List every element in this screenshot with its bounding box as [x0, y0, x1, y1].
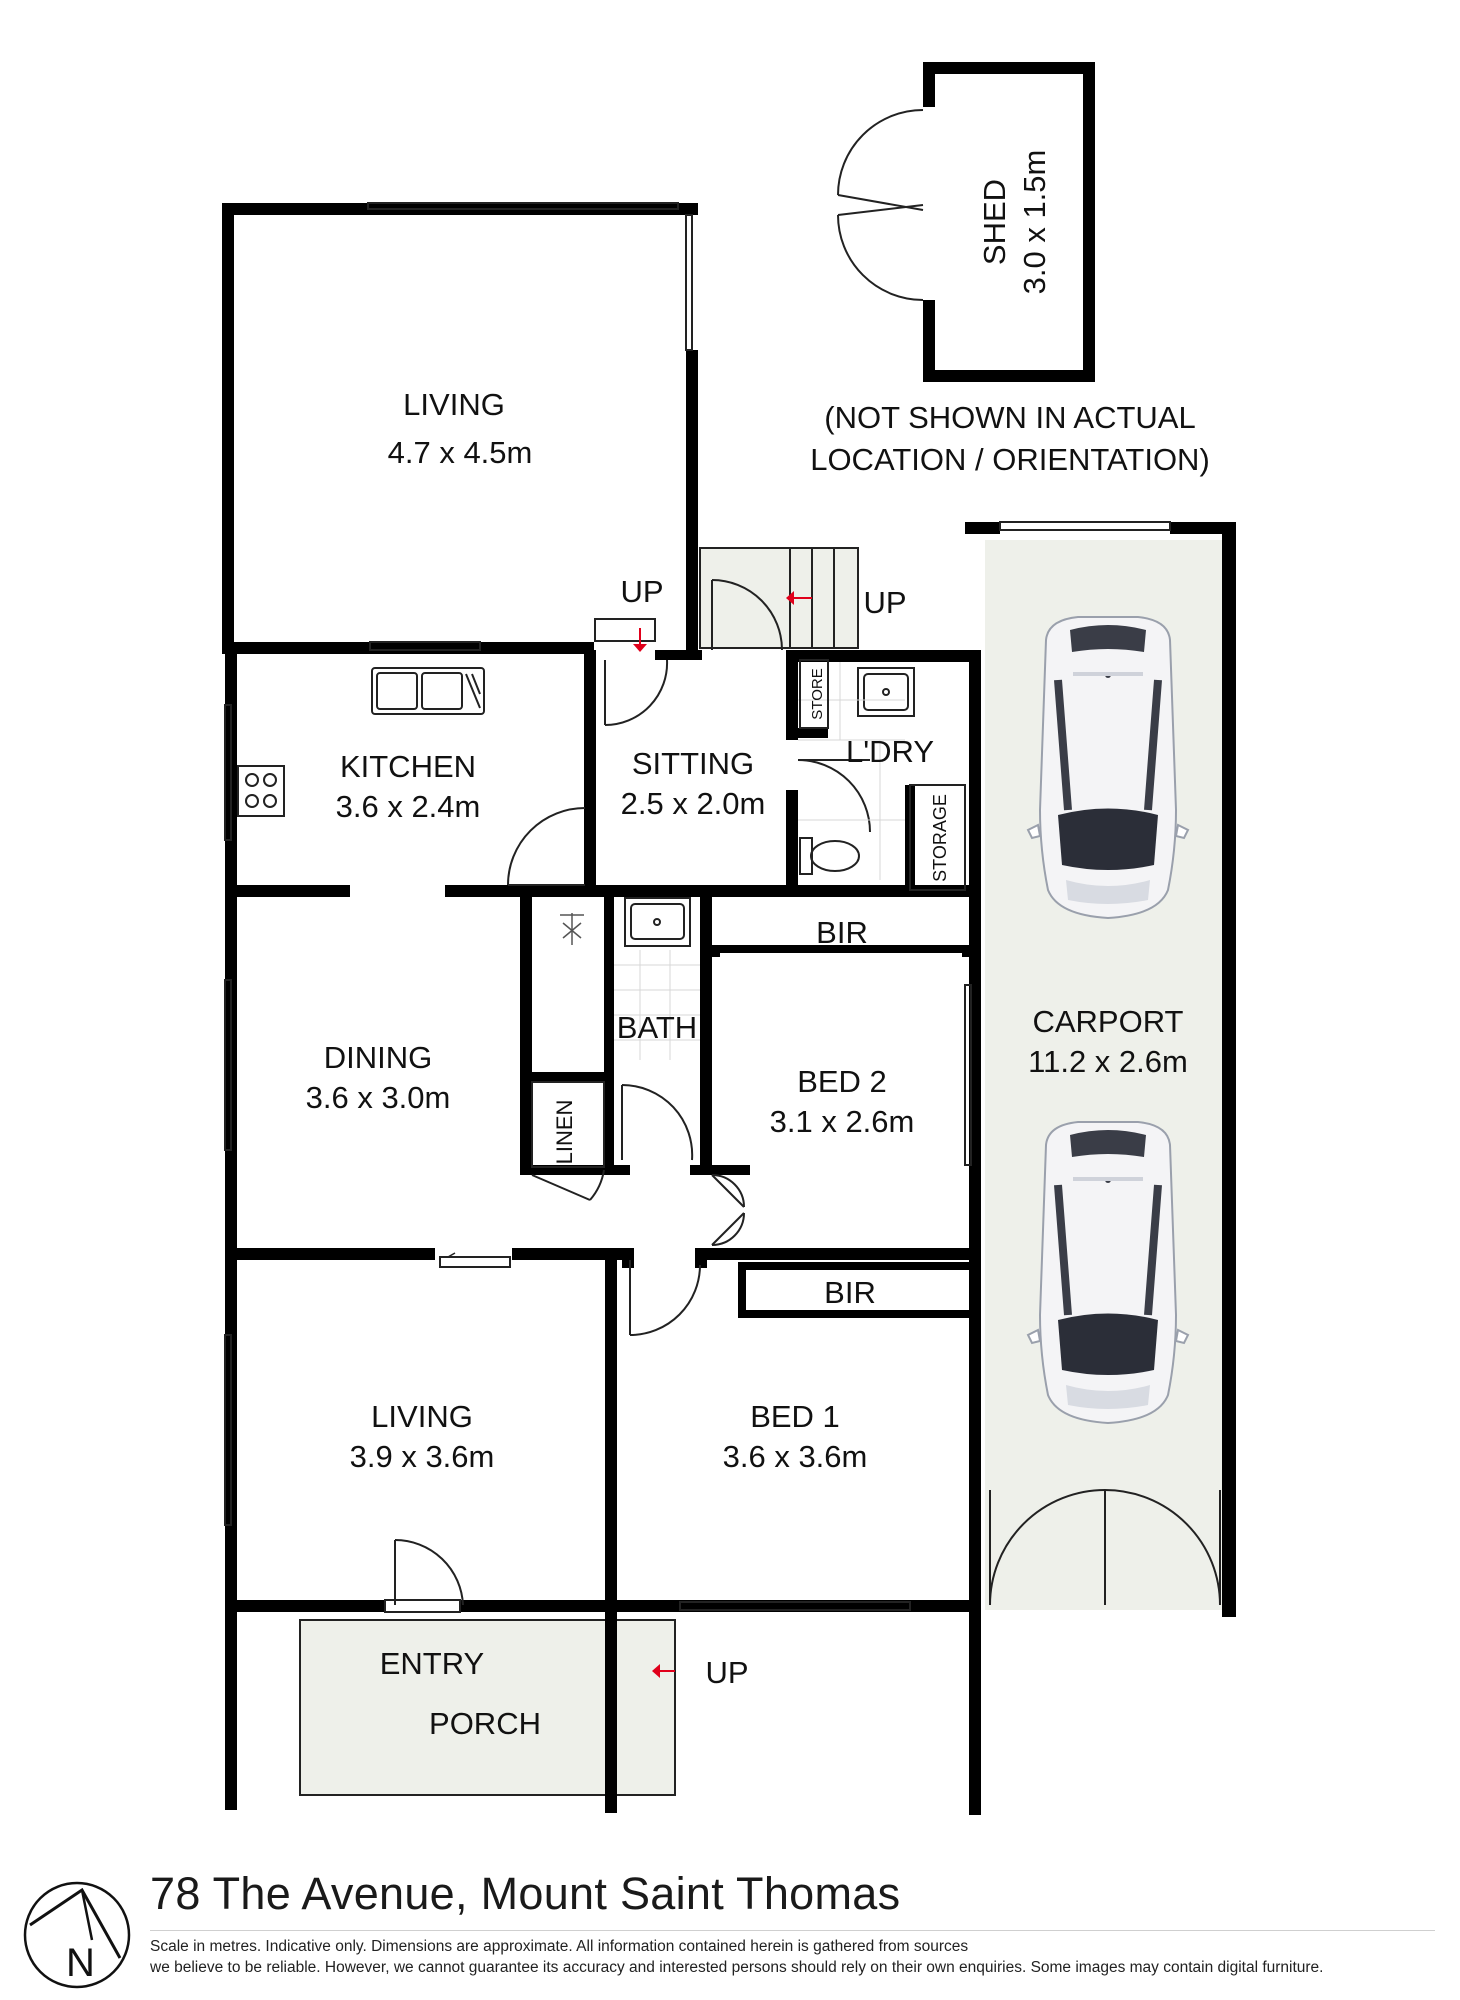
linen-label: LINEN: [552, 1100, 577, 1165]
compass-north-icon: N: [23, 1881, 131, 1989]
disclaimer-line-2: we believe to be reliable. However, we c…: [150, 1959, 1324, 1976]
laundry-label: L'DRY: [846, 734, 934, 769]
disclaimer: Scale in metres. Indicative only. Dimens…: [150, 1936, 1323, 1978]
bed2-name: BED 2: [797, 1064, 887, 1099]
entry-label: ENTRY: [380, 1646, 485, 1681]
store-label: STORE: [809, 668, 826, 719]
doors: [394, 109, 1221, 1606]
carport-name: CARPORT: [1032, 1004, 1183, 1039]
shed-note-line1: (NOT SHOWN IN ACTUAL: [824, 400, 1195, 435]
property-address: 78 The Avenue, Mount Saint Thomas: [150, 1868, 901, 1919]
linen-cupboard: [531, 1081, 605, 1168]
up-stairs-label: UP: [863, 585, 906, 620]
storage-cupboard: [909, 784, 966, 891]
bath-label: BATH: [617, 1010, 697, 1045]
living-lower-size: 3.9 x 3.6m: [350, 1439, 495, 1474]
bath-basin-icon: [624, 897, 691, 947]
up-porch-label: UP: [705, 1655, 748, 1690]
shed-size: 3.0 x 1.5m: [1017, 150, 1052, 295]
laundry-tub-icon: [857, 667, 915, 717]
up-living-label: UP: [620, 574, 663, 609]
store-cupboard: [799, 659, 829, 729]
footer-divider: [150, 1930, 1435, 1931]
living-upper-size: 4.7 x 4.5m: [388, 435, 533, 470]
kitchen-size: 3.6 x 2.4m: [336, 789, 481, 824]
bed2-size: 3.1 x 2.6m: [770, 1104, 915, 1139]
bathroom-tiles: [614, 662, 905, 1060]
living-upper-name: LIVING: [403, 387, 505, 422]
carport-size: 11.2 x 2.6m: [1028, 1044, 1188, 1079]
compass-north-letter: N: [66, 1941, 95, 1985]
walls: [222, 62, 1236, 1815]
windows: [224, 202, 1171, 1613]
kitchen-name: KITCHEN: [340, 749, 476, 784]
living-lower-name: LIVING: [371, 1399, 473, 1434]
dining-size: 3.6 x 3.0m: [306, 1080, 451, 1115]
sitting-name: SITTING: [632, 746, 754, 781]
storage-label: STORAGE: [930, 794, 950, 882]
dining-name: DINING: [324, 1040, 433, 1075]
sitting-size: 2.5 x 2.0m: [621, 786, 766, 821]
shower-icon: [560, 913, 584, 945]
shed-note-line2: LOCATION / ORIENTATION): [810, 442, 1210, 477]
disclaimer-line-1: Scale in metres. Indicative only. Dimens…: [150, 1938, 969, 1955]
bir-bed1-label: BIR: [824, 1275, 876, 1310]
bed1-size: 3.6 x 3.6m: [723, 1439, 868, 1474]
bir-bed2-label: BIR: [816, 915, 868, 950]
kitchen-sink-icon: [371, 667, 485, 715]
porch-label: PORCH: [429, 1706, 541, 1741]
cooktop-icon: [237, 765, 285, 817]
shed-name: SHED: [977, 179, 1012, 265]
toilet-icon: [799, 837, 860, 875]
bed1-name: BED 1: [750, 1399, 840, 1434]
